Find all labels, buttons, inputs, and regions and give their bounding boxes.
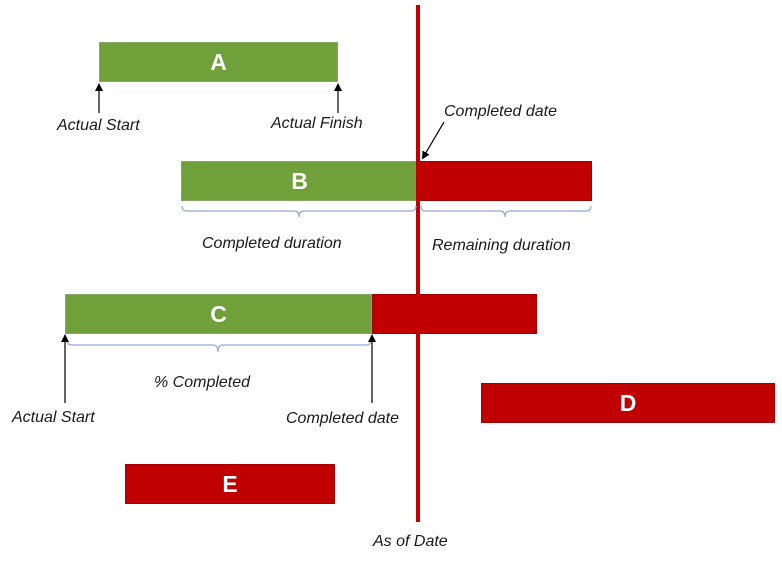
as-of-date-line xyxy=(416,5,420,522)
a-actual-finish-label: Actual Finish xyxy=(271,115,363,132)
task-e-label: E xyxy=(222,470,238,497)
task-a-completed-bar: A xyxy=(99,42,338,82)
task-b-completed-bar: B xyxy=(181,161,418,201)
c-percent-completed-bracket xyxy=(66,339,372,353)
b-completed-date-label: Completed date xyxy=(444,103,557,120)
b-remaining-duration-bracket xyxy=(420,205,592,218)
task-c-label: C xyxy=(210,300,227,327)
a-actual-start-label: Actual Start xyxy=(57,117,140,134)
task-d-label: D xyxy=(619,389,637,416)
b-remaining-duration-label: Remaining duration xyxy=(432,237,571,254)
task-b-label: B xyxy=(291,167,308,194)
task-e-remaining-bar: E xyxy=(125,464,335,504)
b-completed-duration-label: Completed duration xyxy=(202,235,342,252)
b-completed-date-arrow xyxy=(421,121,445,160)
c-actual-start-label: Actual Start xyxy=(12,409,95,426)
c-completed-date-label: Completed date xyxy=(286,410,399,427)
task-a-label: A xyxy=(210,48,227,75)
c-percent-completed-label: % Completed xyxy=(154,374,251,391)
task-c-completed-bar: C xyxy=(65,294,372,334)
task-c-remaining-bar xyxy=(372,294,537,334)
as-of-date-label: As of Date xyxy=(373,533,448,550)
task-d-remaining-bar: D xyxy=(481,383,775,423)
b-completed-duration-bracket xyxy=(181,205,417,218)
task-b-remaining-bar xyxy=(418,161,592,201)
